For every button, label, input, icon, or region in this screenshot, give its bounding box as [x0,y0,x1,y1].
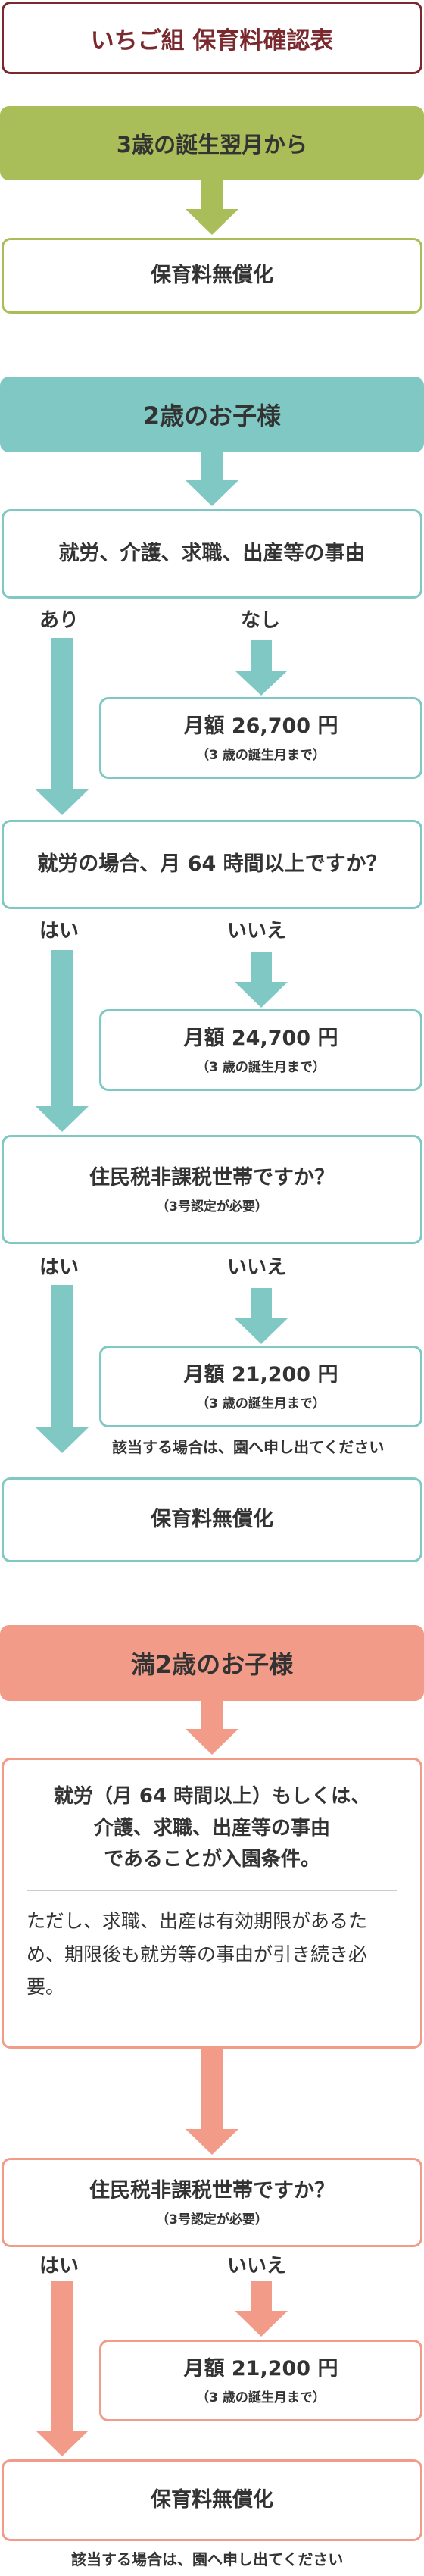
full2-q-no-label: いいえ [227,2255,287,2277]
arrow-teal-q3-hai [36,1285,89,1453]
arrow-salmon-hai [36,2281,89,2456]
arrow-teal-nashi [235,640,288,696]
fee2-note: （3 歳の誕生月まで） [196,1060,326,1076]
section-full2-header-label: 満2歳のお子様 [130,1650,294,1679]
page-title: いちご組 保育料確認表 [90,27,334,55]
full2-fee-note: （3 歳の誕生月まで） [196,2390,326,2406]
q1-box: 就労、介護、求職、出産等の事由 [2,509,422,599]
full2-fee-amount: 月額 21,200 円 [183,2356,338,2381]
full2-q-question: 住民税非課税世帯ですか？ [89,2178,335,2202]
fee2-box: 月額 24,700 円 （3 歳の誕生月まで） [99,1009,422,1091]
fee1-amount: 月額 26,700 円 [183,714,338,738]
arrow-teal-1 [186,452,238,506]
q1-no-label: なし [241,609,281,632]
arrow-salmon-1 [186,1700,238,1755]
condition-line-1: 就労（月 64 時間以上）もしくは、 [53,1785,371,1808]
section-2yo-result: 保育料無償化 [151,1508,273,1532]
fee3-amount: 月額 21,200 円 [183,1362,338,1386]
condition-line-3: であることが入園条件。 [104,1848,320,1871]
fee1-note: （3 歳の誕生月まで） [196,748,326,764]
arrow-salmon-iie [235,2281,288,2337]
full2-result: 保育料無償化 [151,2488,273,2512]
q3-question: 住民税非課税世帯ですか？ [89,1165,335,1190]
q2-no-label: いいえ [227,920,287,943]
condition-detail: ただし、求職、出産は有効期限があるため、期限後も就労等の事由が引き続き必要。 [26,1909,368,1999]
q3-box: 住民税非課税世帯ですか？ （3号認定が必要） [2,1135,422,1244]
fee2-amount: 月額 24,700 円 [183,1026,338,1050]
fee1-box: 月額 26,700 円 （3 歳の誕生月まで） [99,697,422,779]
q2-yes-label: はい [39,920,80,943]
section-3yo-header: 3歳の誕生翌月から [0,106,424,180]
q3-no-label: いいえ [227,1256,287,1279]
q1-yes-label: あり [39,609,80,632]
full2-fee-box: 月額 21,200 円 （3 歳の誕生月まで） [99,2340,422,2421]
full2-q-yes-label: はい [39,2255,80,2277]
fee3-box: 月額 21,200 円 （3 歳の誕生月まで） [99,1346,422,1427]
q2-question: 就労の場合、月 64 時間以上ですか？ [37,852,387,877]
full2-q-box: 住民税非課税世帯ですか？ （3号認定が必要） [2,2158,422,2247]
section-full2-header: 満2歳のお子様 [0,1625,424,1701]
arrow-teal-q3-iie [235,1288,288,1344]
full2-q-note: （3号認定が必要） [156,2212,268,2228]
condition-line-2: 介護、求職、出産等の事由 [93,1816,330,1840]
arrow-salmon-2 [186,2047,238,2155]
section-2yo-header-label: 2歳のお子様 [142,402,282,430]
condition-divider [26,1889,398,1891]
q3-yes-label: はい [39,1256,80,1279]
condition-box: 就労（月 64 時間以上）もしくは、 介護、求職、出産等の事由 であることが入園… [2,1758,422,2049]
fee3-note: （3 歳の誕生月まで） [196,1396,326,1412]
section-3yo-result: 保育料無償化 [151,264,273,288]
section-2yo-note: 該当する場合は、園へ申し出てください [112,1438,385,1456]
full2-result-box: 保育料無償化 [2,2459,422,2541]
arrow-teal-q2-iie [235,952,288,1008]
arrow-teal-q2-hai [36,950,89,1132]
q2-box: 就労の場合、月 64 時間以上ですか？ [2,820,422,909]
section-2yo-result-box: 保育料無償化 [2,1477,422,1562]
arrow-teal-ari [36,638,89,815]
full2-note: 該当する場合は、園へ申し出てください [71,2550,344,2568]
section-3yo-result-box: 保育料無償化 [2,238,422,314]
section-3yo-header-label: 3歳の誕生翌月から [116,132,308,158]
q1-question: 就労、介護、求職、出産等の事由 [58,542,366,566]
page-title-box: いちご組 保育料確認表 [2,2,422,74]
arrow-olive [186,179,238,235]
q3-note: （3号認定が必要） [156,1199,268,1215]
section-2yo-header: 2歳のお子様 [0,377,424,452]
